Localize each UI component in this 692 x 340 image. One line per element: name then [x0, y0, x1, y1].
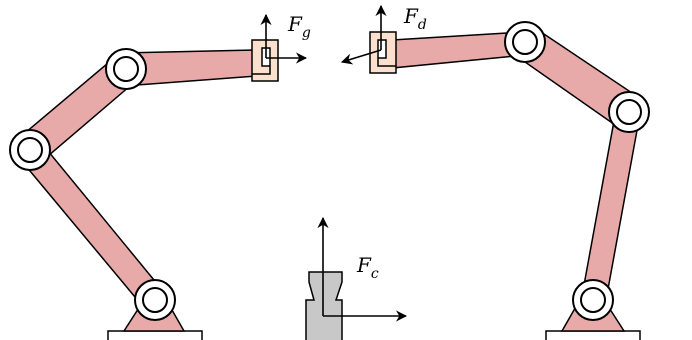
left-force-label: Fg	[287, 12, 311, 41]
right-force-label: Fd	[403, 4, 427, 33]
object-icon	[305, 271, 343, 340]
joint-icon	[608, 91, 650, 133]
left-base-plate	[107, 330, 203, 340]
object: Fc	[305, 216, 408, 340]
right-robot: Fd	[340, 4, 650, 340]
joint-icon	[9, 129, 51, 171]
left-robot: Fg	[9, 12, 311, 340]
right-base-plate	[545, 330, 641, 340]
right-link-lower	[581, 109, 641, 301]
joint-icon	[572, 279, 614, 321]
right-gripper-icon	[369, 31, 397, 74]
joint-icon	[105, 48, 147, 90]
object-force-label: Fc	[356, 253, 379, 282]
joint-icon	[134, 279, 176, 321]
joint-icon	[504, 21, 546, 63]
left-gripper-icon	[251, 39, 279, 82]
right-force-arrow-left	[340, 49, 382, 65]
